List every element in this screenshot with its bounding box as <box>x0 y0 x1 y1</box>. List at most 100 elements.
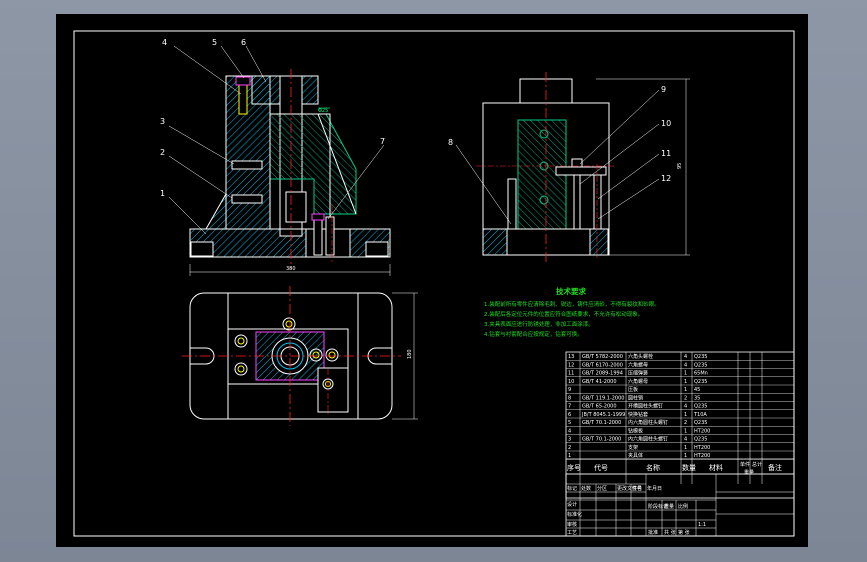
title-block-cell: 审核 <box>567 521 577 528</box>
bom-cell-name: 内六角圆柱头螺钉 <box>628 419 668 426</box>
bom-header-qty: 数量 <box>682 463 696 472</box>
bom-cell-material: HT200 <box>694 453 710 459</box>
bom-cell-qty: 1 <box>684 428 687 434</box>
bom-cell-qty: 4 <box>684 362 687 368</box>
label-4: 4 <box>162 38 167 47</box>
bom-cell-qty: 1 <box>684 445 687 451</box>
bom-cell-no: 11 <box>568 371 574 377</box>
title-block-cell: 比例 <box>678 503 688 510</box>
bom-cell-name: 压板 <box>628 386 638 393</box>
bom-cell-material: Q235 <box>694 404 707 410</box>
bom-cell-no: 5 <box>568 420 571 426</box>
label-10: 10 <box>661 119 671 128</box>
drawing-sheet: 380 Φ25 4 5 6 3 2 1 7 <box>56 14 808 547</box>
bom-cell-qty: 1 <box>684 453 687 459</box>
bom-cell-material: Q235 <box>694 379 707 385</box>
bom-cell-code: GB/T 119.1-2000 <box>582 395 624 401</box>
tech-requirements: 技术要求 1.装配前所有零件应清除毛刺、锐边，铸件应清砂，不得有裂纹和砂眼。 2… <box>484 286 660 338</box>
bom-cell-code: GB/T 41-2000 <box>582 379 617 385</box>
bom-header-weight: 重量 <box>744 469 754 476</box>
bom-cell-no: 3 <box>568 437 571 443</box>
title-block-cell: 阶段标记 <box>648 503 668 510</box>
bom-cell-material: HT200 <box>694 445 710 451</box>
bom-cell-qty: 4 <box>684 437 687 443</box>
bom-header-no: 序号 <box>567 463 581 472</box>
bom-cell-material: Q235 <box>694 437 707 443</box>
bom-cell-code: GB/T 65-2000 <box>582 404 617 410</box>
title-block-cell: 签名 <box>632 485 642 492</box>
label-8: 8 <box>448 138 453 147</box>
label-1: 1 <box>160 189 165 198</box>
bom-header-remark: 备注 <box>768 463 782 472</box>
side-height-dim: 95 <box>677 163 683 169</box>
bom-cell-no: 7 <box>568 404 571 410</box>
bom-cell-material: Q235 <box>694 354 707 360</box>
title-block-cell: 批准 <box>648 529 658 536</box>
bom-cell-name: 钻模板 <box>628 427 643 434</box>
bom-header-total: 总计 <box>752 461 762 468</box>
bom-header-material: 材料 <box>709 463 723 472</box>
bom-cell-name: 六角头螺栓 <box>628 353 653 360</box>
hole-dim: Φ25 <box>318 108 328 114</box>
top-height-dim: 180 <box>407 349 413 359</box>
bom-cell-name: 开槽圆柱头螺钉 <box>628 403 663 410</box>
bom-cell-no: 9 <box>568 387 571 393</box>
bom-cell-code: GB/T 5782-2000 <box>582 354 623 360</box>
front-width-dim: 380 <box>286 266 296 272</box>
title-block-cell: 标准化 <box>567 511 582 518</box>
bom-cell-no: 1 <box>568 453 571 459</box>
bom-cell-code: GB/T 70.1-2000 <box>582 437 621 443</box>
bom-header-code: 代号 <box>594 463 608 472</box>
bom-cell-qty: 1 <box>684 371 687 377</box>
title-block-cell: 更改文件号 <box>617 485 642 492</box>
bom-cell-name: 夹具体 <box>628 452 643 459</box>
bom-cell-qty: 1 <box>684 379 687 385</box>
bom-cell-code: JB/T 8045.1-1999 <box>581 412 625 418</box>
tech-line-1: 1.装配前所有零件应清除毛刺、锐边，铸件应清砂，不得有裂纹和砂眼。 <box>484 300 660 308</box>
title-block-cell: 处数 <box>581 485 591 492</box>
bom-cell-name: 压缩弹簧 <box>628 370 648 377</box>
bom-cell-material: HT200 <box>694 428 710 434</box>
label-2: 2 <box>160 148 165 157</box>
bom-cell-code: GB/T 2089-1994 <box>582 371 623 377</box>
bom-cell-material: Q235 <box>694 362 707 368</box>
bom-cell-code: GB/T 70.1-2000 <box>582 420 621 426</box>
bom-header-unit: 单件 <box>740 461 750 468</box>
bom-cell-no: 13 <box>568 354 574 360</box>
bom-cell-name: 六角螺母 <box>628 378 648 385</box>
label-11: 11 <box>661 149 671 158</box>
label-12: 12 <box>661 174 671 183</box>
bom-cell-no: 10 <box>568 379 574 385</box>
bom-cell-name: 圆柱销 <box>628 394 643 401</box>
bom-cell-material: 45 <box>694 387 700 393</box>
bom-cell-no: 2 <box>568 445 571 451</box>
label-9: 9 <box>661 85 666 94</box>
title-block-cell: 工艺 <box>567 530 577 536</box>
bom-cell-qty: 4 <box>684 354 687 360</box>
bom-cell-no: 12 <box>568 362 574 368</box>
title-block-cell: 分区 <box>597 485 607 492</box>
bom-cell-material: 35 <box>694 395 700 401</box>
bom-cell-no: 4 <box>568 428 571 434</box>
bom-cell-material: T10A <box>693 412 707 418</box>
title-block: 标记处数分区更改文件号签名年月日设计标准化阶段标记重量比例审核工艺批准共 张第 … <box>565 473 795 537</box>
title-block-cell: 1:1 <box>698 522 706 528</box>
bom-cell-qty: 4 <box>684 404 687 410</box>
bom-cell-material: Q235 <box>694 420 707 426</box>
bom-cell-material: 65Mn <box>694 371 708 377</box>
bom-cell-qty: 2 <box>684 395 687 401</box>
title-block-cell: 重量 <box>664 503 674 510</box>
label-7: 7 <box>380 137 385 146</box>
front-view: 380 Φ25 4 5 6 3 2 1 7 <box>160 38 391 276</box>
frame-border <box>73 30 795 537</box>
tech-line-3: 3.夹具表面应进行防锈处理，非加工面涂漆。 <box>484 320 594 328</box>
cad-drawing: 380 Φ25 4 5 6 3 2 1 7 <box>73 30 795 537</box>
bom-cell-qty: 2 <box>684 420 687 426</box>
bom-cell-name: 内六角圆柱头螺钉 <box>628 436 668 443</box>
side-view: 95 8 9 10 11 12 <box>448 72 690 264</box>
tech-line-4: 4.钻套与衬套配合应按规定，钻套可换。 <box>484 330 583 338</box>
tech-line-2: 2.装配后各定位元件的位置应符合图纸要求，不允许有松动现象。 <box>484 310 643 318</box>
label-5: 5 <box>212 38 217 47</box>
bom-cell-no: 8 <box>568 395 571 401</box>
